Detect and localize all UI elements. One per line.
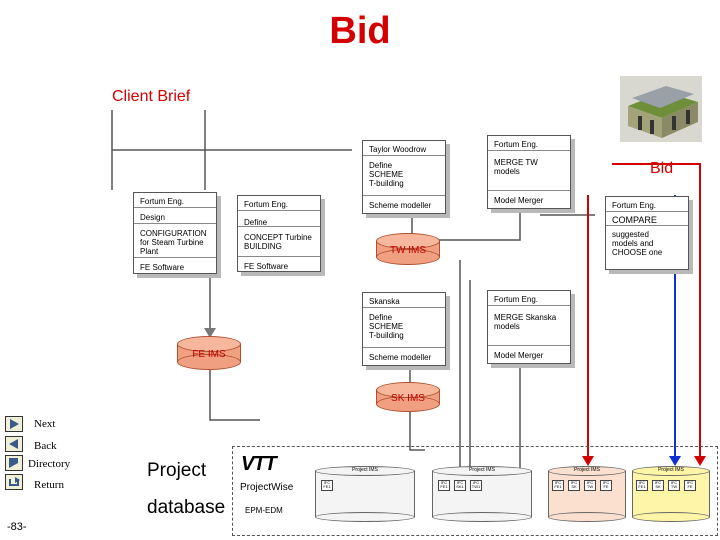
taylor-modeller-text: Scheme modeller: [369, 201, 432, 210]
sk-ims-label: SK IMS: [391, 393, 425, 404]
ifc-chip: IFC FE1: [438, 480, 450, 491]
building-model-image: [620, 76, 702, 142]
tw-ims-database: TW IMS: [376, 233, 440, 265]
ifc-chip: IFC TW: [584, 480, 596, 491]
project-ims-title-1: Project IMS: [352, 467, 378, 473]
fe-software-text-mid: FE Software: [244, 262, 289, 271]
ifc-chip: IFC FE1: [552, 480, 564, 491]
fortum-tw-header: Fortum Eng.: [494, 140, 539, 149]
fe-define-box: Fortum Eng. Define CONCEPT Turbine BUILD…: [237, 195, 321, 272]
fe-design-header: Fortum Eng.: [140, 197, 185, 206]
ifc-chip: IFC SK: [652, 480, 664, 491]
next-button[interactable]: [5, 416, 23, 432]
fe-design-box: Fortum Eng. Design CONFIGURATION for Ste…: [133, 192, 217, 274]
skanska-box: Skanska Define SCHEME T-building Scheme …: [362, 292, 446, 366]
fe-concept-text: CONCEPT Turbine BUILDING: [244, 233, 312, 251]
skanska-define-text: Define SCHEME T-building: [369, 313, 404, 340]
back-button[interactable]: [5, 436, 23, 452]
return-icon: [9, 477, 20, 486]
client-brief-label: Client Brief: [112, 88, 191, 105]
fe-define-header: Fortum Eng.: [244, 200, 289, 209]
fe-ims-label: FE IMS: [192, 349, 226, 360]
ifc-chip: IFC SK1: [454, 480, 466, 491]
sk-ims-database: SK IMS: [376, 382, 440, 412]
fe-compare-box: Fortum Eng. COMPARE suggested models and…: [605, 196, 689, 270]
directory-icon: [9, 458, 18, 468]
project-ims-db-3: Project IMS IFC FE1 IFC SK IFC TW IFC FE: [548, 466, 626, 522]
projectwise-label: ProjectWise: [240, 482, 294, 493]
project-ims-db-1: Project IMS IFC FE1: [315, 466, 415, 522]
project-label: Project: [147, 460, 207, 481]
ifc-chip: IFC TW1: [470, 480, 482, 491]
fortum-sk-header: Fortum Eng.: [494, 295, 539, 304]
taylor-woodrow-header: Taylor Woodrow: [369, 145, 427, 154]
epm-edm-label: EPM-EDM: [245, 506, 283, 515]
project-database-region: [232, 446, 718, 536]
skanska-modeller-text: Scheme modeller: [369, 353, 432, 362]
ifc-chip: IFC TW: [668, 480, 680, 491]
fortum-tw-merge-text: MERGE TW models: [494, 158, 538, 176]
fe-software-text-left: FE Software: [140, 263, 185, 272]
project-ims-title-2: Project IMS: [469, 467, 495, 473]
fe-ims-database: FE IMS: [177, 336, 241, 370]
page-title: Bid: [329, 10, 391, 52]
fe-define-text: Define: [244, 218, 268, 227]
vtt-logo: VTT: [241, 453, 277, 475]
fortum-tw-merger-text: Model Merger: [494, 196, 544, 205]
fe-suggested-text: suggested models and CHOOSE one: [612, 230, 663, 257]
fe-configuration-text: CONFIGURATION for Steam Turbine Plant: [140, 229, 207, 256]
next-arrow-icon: [10, 419, 19, 429]
tw-ims-label: TW IMS: [389, 245, 427, 256]
fortum-sk-box: Fortum Eng. MERGE Skanska models Model M…: [487, 290, 571, 364]
page-number: -83-: [7, 521, 27, 533]
project-ims-db-4: Project IMS IFC FE1 IFC SK IFC TW IFC FE: [632, 466, 710, 522]
project-ims-db-2: Project IMS IFC FE1 IFC SK1 IFC TW1: [432, 466, 532, 522]
taylor-define-text: Define SCHEME T-building: [369, 161, 404, 188]
database-label: database: [147, 497, 226, 518]
fortum-sk-merge-text: MERGE Skanska models: [494, 313, 557, 331]
directory-label[interactable]: Directory: [28, 458, 71, 470]
ifc-chip: IFC SK: [568, 480, 580, 491]
taylor-woodrow-box: Taylor Woodrow Define SCHEME T-building …: [362, 140, 446, 214]
ifc-chip: IFC FE1: [321, 480, 333, 491]
return-label[interactable]: Return: [34, 479, 64, 491]
fortum-sk-merger-text: Model Merger: [494, 351, 544, 360]
ifc-chip: IFC FE: [600, 480, 612, 491]
fe-design-text: Design: [140, 213, 165, 222]
fe-compare-text: COMPARE: [612, 215, 657, 225]
back-arrow-icon: [9, 439, 18, 449]
back-label[interactable]: Back: [34, 440, 57, 452]
return-button[interactable]: [5, 474, 23, 490]
skanska-header: Skanska: [369, 297, 400, 306]
directory-button[interactable]: [5, 455, 23, 471]
fortum-tw-box: Fortum Eng. MERGE TW models Model Merger: [487, 135, 571, 209]
fe-compare-header: Fortum Eng.: [612, 201, 657, 210]
ifc-chip: IFC FE: [684, 480, 696, 491]
ifc-chip: IFC FE1: [636, 480, 648, 491]
project-ims-title-3: Project IMS: [574, 467, 600, 473]
next-label[interactable]: Next: [34, 418, 56, 430]
project-ims-title-4: Project IMS: [658, 467, 684, 473]
